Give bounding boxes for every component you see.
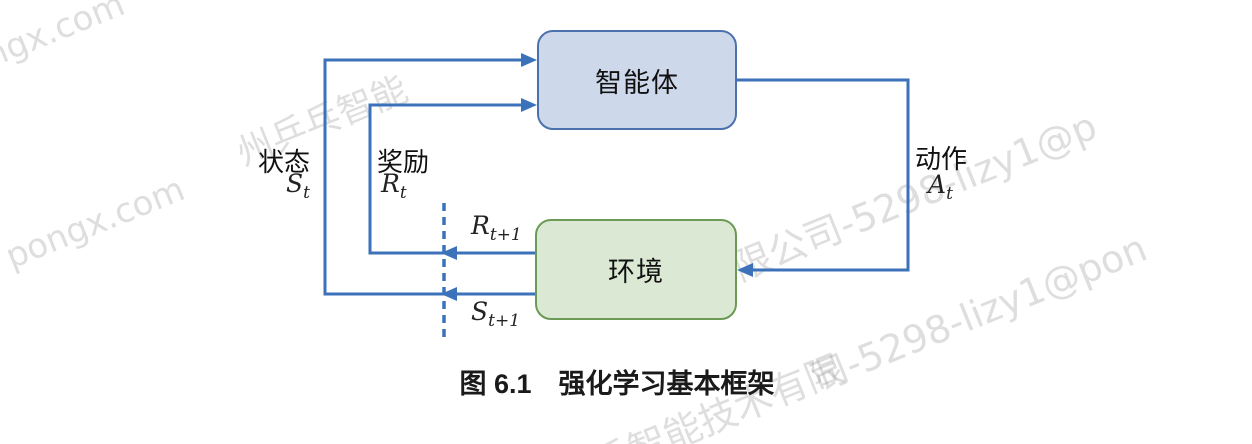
reward-symbol: Rt xyxy=(381,169,407,203)
next-state-arrowhead-icon xyxy=(441,287,457,301)
state-symbol: St xyxy=(286,169,310,203)
state-connector xyxy=(323,53,537,296)
action-label: 动作 xyxy=(915,144,968,174)
action-connector xyxy=(737,78,910,277)
reward-label: 奖励 xyxy=(377,147,430,177)
next-reward-symbol: Rt+1 xyxy=(471,211,522,245)
agent-node: 智能体 xyxy=(537,30,737,130)
action-symbol: At xyxy=(928,170,953,204)
state-label: 状态 xyxy=(258,147,311,177)
figure-caption: 图 6.1 强化学习基本框架 xyxy=(459,369,775,399)
agent-label: 智能体 xyxy=(595,67,679,98)
next-state-symbol: St+1 xyxy=(471,297,521,331)
environment-label: 环境 xyxy=(608,257,664,287)
environment-node: 环境 xyxy=(535,219,737,320)
next-reward-arrowhead-icon xyxy=(441,246,457,260)
